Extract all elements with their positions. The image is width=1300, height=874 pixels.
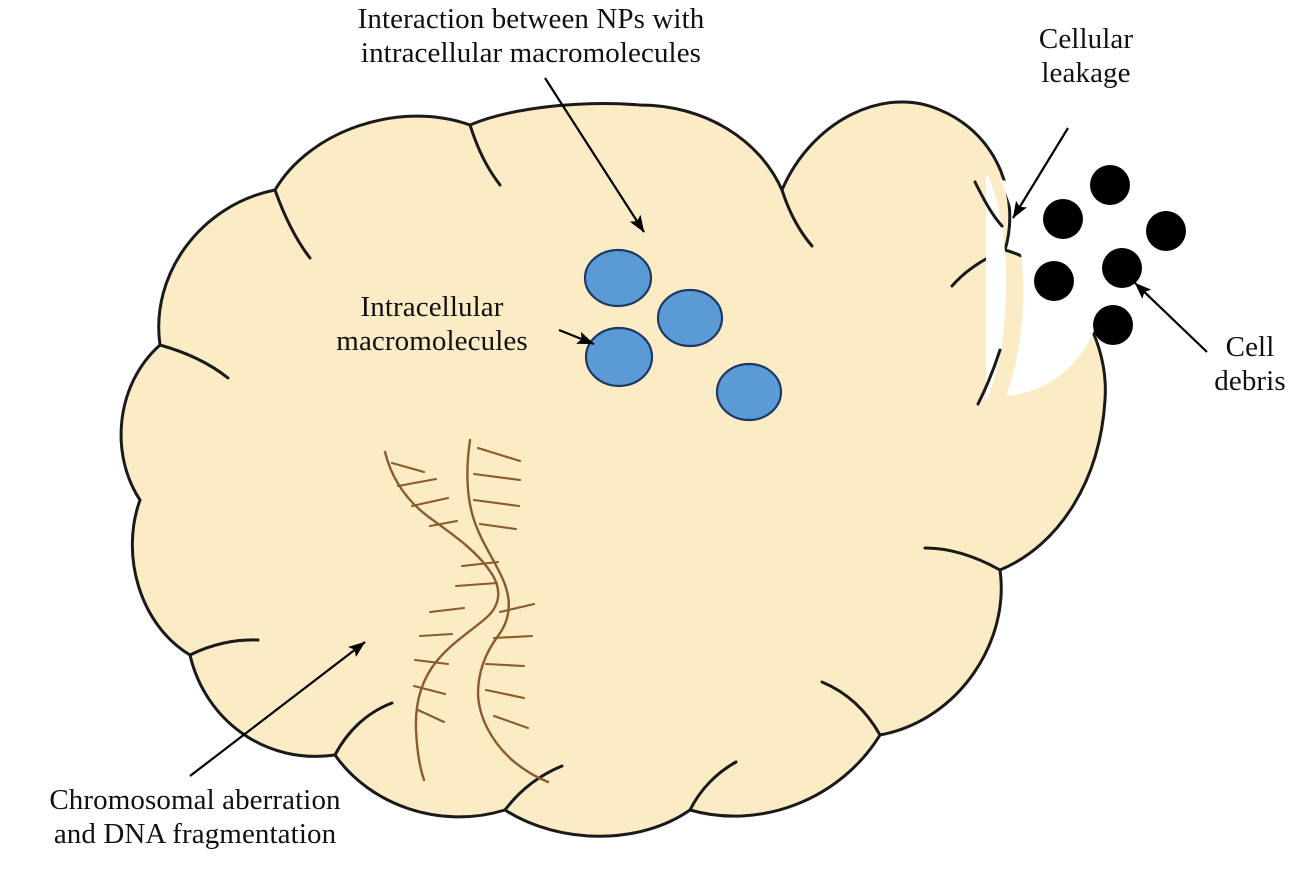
macromolecule xyxy=(656,288,724,348)
label-interaction-nps-macromolecules: Interaction between NPs with intracellul… xyxy=(357,3,705,70)
rupture-stub-top xyxy=(973,180,1004,228)
rupture-edge xyxy=(986,172,1006,400)
macromolecule xyxy=(583,248,653,308)
debris-particle xyxy=(1093,305,1133,345)
cell-body xyxy=(119,100,1107,838)
arrow-interaction xyxy=(544,77,645,233)
arrow-macromolecules xyxy=(558,328,595,346)
label-cellular-leakage: Cellular leakage xyxy=(1038,23,1134,90)
dna-rungs xyxy=(390,446,536,730)
cell-fill xyxy=(119,100,1107,838)
debris-particle xyxy=(1146,211,1186,251)
dna-strand-b xyxy=(466,438,550,784)
arrow-debris xyxy=(1134,282,1208,353)
leader-arrows xyxy=(189,77,1208,777)
label-cell-debris: Cell debris xyxy=(1214,331,1286,398)
cell-debris-particles xyxy=(1034,165,1186,345)
label-chromosomal-aberration: Chromosomal aberration and DNA fragmenta… xyxy=(49,784,341,851)
dna-double-helix xyxy=(383,438,550,784)
rupture-stub-bottom xyxy=(976,348,1002,406)
arrow-leakage xyxy=(1012,127,1069,219)
macromolecule xyxy=(715,362,783,422)
label-intracellular-macromolecules: Intracellular macromolecules xyxy=(336,291,528,358)
dna-strand-a xyxy=(383,450,500,782)
arrow-chromosomal xyxy=(189,641,366,777)
debris-particle xyxy=(1102,248,1142,288)
macromolecule xyxy=(584,326,654,388)
intracellular-macromolecules xyxy=(583,248,783,422)
debris-particle xyxy=(1043,199,1083,239)
debris-particle xyxy=(1034,261,1074,301)
debris-particle xyxy=(1090,165,1130,205)
